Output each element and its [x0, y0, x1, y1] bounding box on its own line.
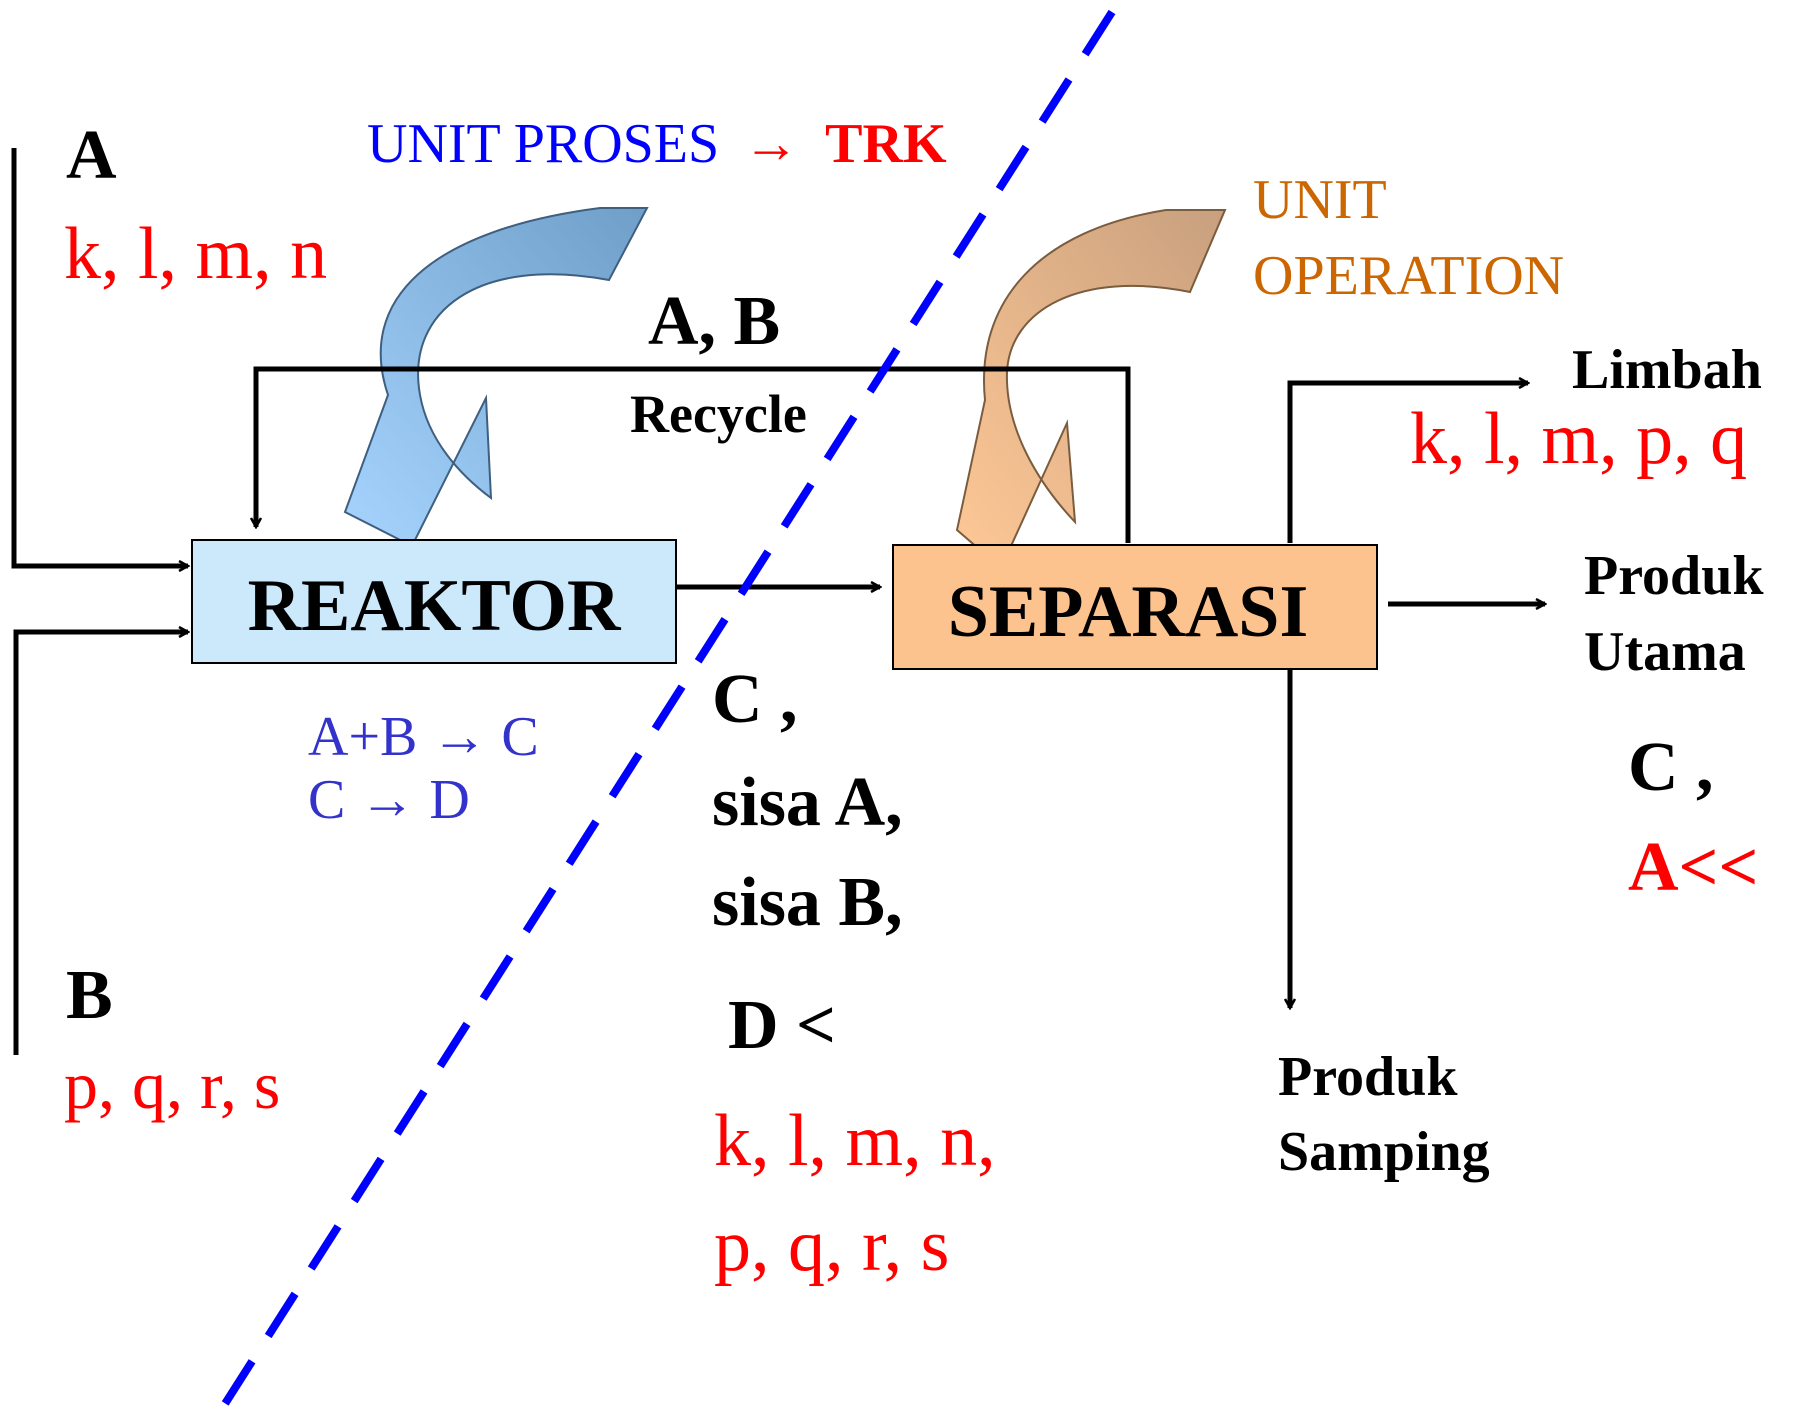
outlet-line-3: sisa B, [712, 864, 903, 941]
produk-utama-component-1: C , [1628, 729, 1714, 806]
produk-samping-line-1: Produk [1278, 1046, 1458, 1108]
limbah-label: Limbah [1572, 339, 1762, 401]
reaktor-label: REAKTOR [248, 565, 622, 647]
feed-a-stream [11, 148, 188, 566]
reaction-1: A+B → C [308, 706, 539, 768]
separasi-box [892, 544, 1378, 670]
feed-a-impurities: k, l, m, n [64, 213, 327, 295]
recycle-stream [256, 366, 1131, 543]
unit-operation-line-1: UNIT [1253, 169, 1387, 231]
outlet-line-1: C , [712, 661, 798, 738]
limbah-stream [1287, 383, 1528, 543]
feed-b-stream [13, 632, 188, 1055]
recycle-components: A, B [648, 283, 780, 360]
produk-utama-component-2: A<< [1628, 829, 1758, 906]
unit-operation-line-2: OPERATION [1253, 245, 1564, 307]
produk-utama-line-2: Utama [1584, 621, 1746, 683]
separasi-label: SEPARASI [948, 571, 1309, 653]
produk-utama-line-1: Produk [1584, 545, 1764, 607]
outlet-line-4: D < [728, 987, 836, 1064]
curved-arrow-unit-operation-icon [955, 209, 1227, 570]
title-arrow-icon: → [743, 113, 799, 175]
trk-label: TRK [825, 113, 947, 175]
recycle-label: Recycle [630, 384, 807, 444]
curved-arrow-unit-proses-icon [343, 207, 649, 548]
outlet-impurities-1: k, l, m, n, [714, 1100, 996, 1182]
unit-proses-label: UNIT PROSES [367, 113, 719, 175]
reaktor-box [191, 539, 677, 664]
limbah-components: k, l, m, p, q [1410, 398, 1747, 480]
outlet-line-2: sisa A, [712, 764, 903, 841]
reaction-2: C → D [308, 769, 470, 831]
title-unit-proses: UNIT PROSES → TRK [367, 113, 947, 175]
feed-b-label: B [66, 957, 113, 1034]
feed-b-impurities: p, q, r, s [64, 1047, 280, 1123]
feed-a-label: A [66, 117, 117, 194]
produk-samping-line-2: Samping [1278, 1121, 1490, 1183]
outlet-impurities-2: p, q, r, s [714, 1205, 949, 1287]
process-boundary-line [208, 9, 1116, 1422]
